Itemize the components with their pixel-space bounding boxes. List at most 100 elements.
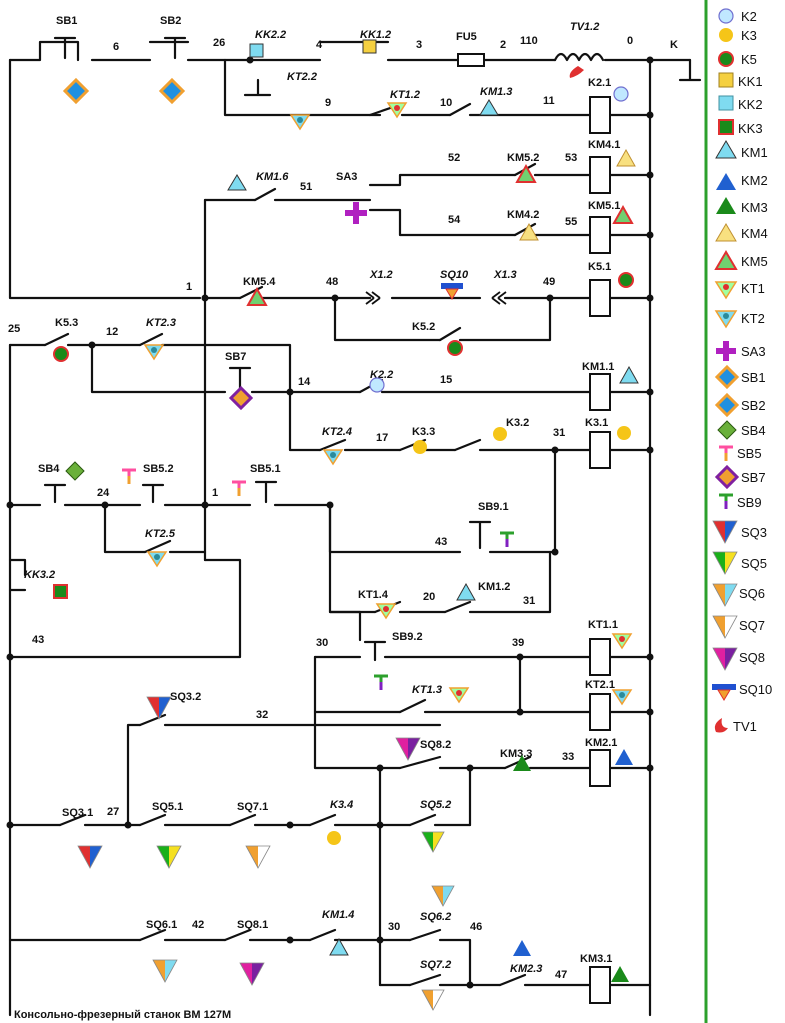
kk32-square-icon (53, 584, 68, 599)
legend-kk3-icon (718, 119, 734, 135)
label-node-14: 14 (298, 376, 311, 388)
sq52-marker-icon (421, 831, 445, 853)
label-kt14: KT1.4 (358, 589, 389, 601)
label-km42: KM4.2 (507, 209, 539, 221)
wires (6, 36, 702, 1017)
label-sq82: SQ8.2 (420, 739, 451, 751)
km42-marker-icon (519, 222, 539, 241)
legend-sb7-icon (714, 464, 740, 490)
label-sq62: SQ6.2 (420, 911, 451, 923)
label-k51: K5.1 (588, 261, 611, 273)
legend-label: K2 (741, 9, 757, 24)
label-node-55: 55 (565, 216, 577, 228)
legend-sb2-icon (714, 392, 740, 418)
legend-kk1-icon (718, 72, 734, 88)
km16-marker-icon (227, 174, 247, 191)
legend-sq7-icon (712, 615, 738, 639)
label-node-46: 46 (470, 921, 482, 933)
km23-marker-icon (513, 940, 531, 956)
legend-sb1-icon (714, 364, 740, 390)
legend-label: K5 (741, 52, 757, 67)
label-k53: K5.3 (55, 317, 78, 329)
label-node-9: 9 (325, 97, 331, 109)
k32-circle-icon (493, 427, 507, 441)
label-node-47: 47 (555, 969, 567, 981)
tv1-crescent-icon (569, 66, 584, 78)
k51-circle-icon (618, 272, 634, 288)
legend-label: KT1 (741, 281, 765, 296)
legend-sq3-icon (712, 520, 738, 544)
legend-km3-icon (716, 197, 736, 214)
label-node-52: 52 (448, 152, 460, 164)
label-kt11: KT1.1 (588, 619, 618, 631)
label-node-51: 51 (300, 181, 312, 193)
legend-label: TV1 (733, 719, 757, 734)
legend-label: KT2 (741, 311, 765, 326)
label-kt24: KT2.4 (322, 426, 352, 438)
legend-label: SQ8 (739, 650, 765, 665)
legend-label: SB9 (737, 495, 762, 510)
legend-sb4-icon (717, 420, 737, 440)
label-kt21: KT2.1 (585, 679, 615, 691)
label-node-32: 32 (256, 709, 268, 721)
legend-label: SB5 (737, 446, 762, 461)
label-sq10: SQ10 (440, 269, 469, 281)
label-x13: X1.3 (493, 269, 517, 281)
label-node-30b: 30 (388, 921, 400, 933)
label-km41: KM4.1 (588, 139, 620, 151)
legend-label: SB1 (741, 370, 766, 385)
label-node-43b: 43 (32, 634, 44, 646)
k52-circle-icon (447, 340, 463, 356)
label-node-27: 27 (107, 806, 119, 818)
label-sb1: SB1 (56, 15, 77, 27)
label-node-12: 12 (106, 326, 118, 338)
label-k52: K5.2 (412, 321, 435, 333)
legend-k2-icon (718, 8, 734, 24)
label-km23: KM2.3 (510, 963, 542, 975)
diagram-caption: Консольно-фрезерный станок ВМ 127М (14, 1009, 231, 1021)
label-fu5: FU5 (456, 31, 477, 43)
km11-marker-icon (619, 365, 639, 384)
label-node-54: 54 (448, 214, 461, 226)
label-km12: KM1.2 (478, 581, 510, 593)
legend-label: SQ6 (739, 586, 765, 601)
km12-marker-icon (456, 582, 476, 601)
label-sb91: SB9.1 (478, 501, 509, 513)
legend-label: SB7 (741, 470, 766, 485)
legend-label: SA3 (741, 344, 766, 359)
label-km21: KM2.1 (585, 737, 617, 749)
legend-label: KM3 (741, 200, 768, 215)
label-k33: K3.3 (412, 426, 435, 438)
legend-label: KK2 (738, 97, 763, 112)
legend-label: KK1 (738, 74, 763, 89)
label-kk32: KK3.2 (24, 569, 55, 581)
sq32-marker-icon (146, 696, 172, 720)
label-kt25: KT2.5 (145, 528, 176, 540)
label-sb51: SB5.1 (250, 463, 281, 475)
legend-km5-icon (714, 250, 738, 270)
label-k34: K3.4 (330, 799, 353, 811)
legend-sq10-icon (712, 684, 736, 690)
sb2-diamond-icon (158, 77, 186, 105)
sb7-diamond-icon (228, 385, 254, 411)
k31-circle-icon (617, 426, 631, 440)
label-km54: KM5.4 (243, 276, 276, 288)
legend-label: KM1 (741, 145, 768, 160)
label-km51: KM5.1 (588, 200, 620, 212)
label-node-24: 24 (97, 487, 110, 499)
label-km33: KM3.3 (500, 748, 532, 760)
sq82-marker-icon (395, 737, 421, 761)
label-k31: K3.1 (585, 417, 608, 429)
legend-label: KK3 (738, 121, 763, 136)
sq81-marker-icon (239, 962, 265, 986)
label-node-2: 2 (500, 39, 506, 51)
label-kt13: KT1.3 (412, 684, 442, 696)
label-kt23: KT2.3 (146, 317, 176, 329)
label-k: K (670, 39, 678, 51)
label-node-31b: 31 (523, 595, 535, 607)
km41-marker-icon (616, 148, 636, 167)
legend-label: KM4 (741, 226, 768, 241)
label-node-33: 33 (562, 751, 574, 763)
sb4-diamond-icon (65, 461, 85, 481)
km21-marker-icon (615, 749, 633, 765)
